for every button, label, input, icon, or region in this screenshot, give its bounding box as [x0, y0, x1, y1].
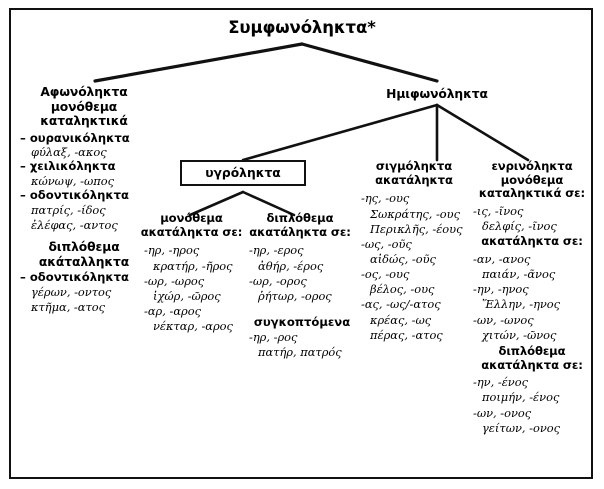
- page-title: Συμφωνόληκτα*: [228, 18, 376, 37]
- enrinolekta-diplothema-list: -ην, -ένος ποιμήν, -ένος -ων, -ονος γείτ…: [470, 372, 594, 436]
- entry-word: πατήρ, πατρός: [258, 344, 342, 359]
- enrinolekta-diplothema-heading-1: διπλόθεμα: [498, 343, 566, 358]
- entry-word: ῥήτωρ, -ορος: [258, 288, 332, 303]
- branch-aphonolekta: Αφωνόληκτα μονόθεμα καταληκτικά – ουρανι…: [14, 85, 154, 315]
- sigmolekta-heading-1: σιγμόληκτα: [375, 159, 453, 173]
- entry-ending: -αρ, -αρος: [144, 303, 201, 318]
- entry-ending: -ος, -ους: [361, 267, 410, 282]
- entry-word: πέρας, -ατος: [370, 327, 443, 342]
- enrinolekta-heading-1: ενρινόληκτα: [491, 159, 573, 173]
- monothema-heading-1: μονόθεμα: [160, 211, 223, 225]
- entry-word: Περικλῆς, -έους: [370, 221, 463, 236]
- entry-ending: -ας, -ως/-ατος: [361, 297, 441, 312]
- entry-word: δελφίς, -ῖνος: [482, 219, 557, 234]
- group-example: κώνωψ, -ωπος: [31, 174, 115, 188]
- entry-word: ἀθήρ, -έρος: [258, 258, 324, 273]
- group-label: – χειλικόληκτα: [20, 159, 116, 174]
- synkoptomena-heading: συγκοπτόμενα: [253, 314, 351, 329]
- monothema-heading-2: ακατάληκτα σε:: [140, 224, 243, 239]
- entry-word: νέκταρ, -αρος: [153, 319, 233, 334]
- sigmolekta-entry-list: -ης, -ους Σωκράτης, -ους Περικλῆς, -έους…: [358, 187, 470, 343]
- sigmolekta-heading-2: ακατάληκτα: [375, 172, 453, 187]
- entry-ending: -ηρ, -ρος: [249, 329, 298, 344]
- entry-ending: -ωρ, -ωρος: [144, 273, 205, 288]
- enrinolekta-katalektika-list: -ις, -ῖνος δελφίς, -ῖνος: [470, 201, 594, 234]
- entry-word: παιάν, -ᾶνος: [482, 267, 556, 282]
- aphonolekta-heading-3: καταληκτικά: [40, 114, 128, 128]
- enrinolekta-akatalekta-heading: ακατάληκτα σε:: [481, 234, 583, 249]
- entry-ending: -ων, -ωνος: [473, 312, 534, 327]
- entry-ending: -ης, -ους: [361, 191, 410, 206]
- branch-sigmolekta: σιγμόληκτα ακατάληκτα -ης, -ους Σωκράτης…: [358, 159, 470, 343]
- diplothema-heading-2: ακατάληκτα σε:: [249, 224, 351, 239]
- entry-word: γείτων, -ονος: [482, 420, 561, 435]
- entry-ending: -ωρ, -ορος: [249, 273, 307, 288]
- entry-word: κρέας, -ως: [370, 312, 432, 327]
- entry-ending: -ην, -ηνος: [473, 282, 529, 297]
- aphonolekta-heading-2: μονόθεμα: [50, 99, 118, 114]
- ygrolekta-monothema: μονόθεμα ακατάληκτα σε: -ηρ, -ηρος κρατή…: [140, 211, 243, 334]
- enrinolekta-heading-2: μονόθεμα: [500, 172, 564, 187]
- aphonolekta-heading-1: Αφωνόληκτα: [40, 85, 128, 99]
- entry-word: ποιμήν, -ένος: [482, 390, 560, 405]
- diagram-border: [9, 8, 593, 479]
- diplothema-heading-1: διπλόθεμα: [266, 211, 334, 225]
- group-label: – ουρανικόληκτα: [20, 130, 130, 145]
- entry-word: αἰδώς, -οῦς: [370, 251, 436, 266]
- entry-ending: -ων, -ονος: [473, 405, 532, 420]
- entry-word: κρατήρ, -ῆρος: [153, 258, 233, 273]
- ygrolekta-box: υγρόληκτα: [180, 160, 306, 186]
- group-example: φύλαξ, -ακος: [31, 145, 107, 160]
- aphonolekta-group-list: – ουρανικόληκτα φύλαξ, -ακος – χειλικόλη…: [14, 129, 154, 234]
- group-label: – οδοντικόληκτα: [20, 270, 129, 285]
- aphonolekta-second-heading-1: διπλόθεμα: [48, 240, 120, 255]
- synkoptomena-block: συγκοπτόμενα -ηρ, -ρος πατήρ, πατρός: [245, 304, 355, 360]
- entry-word: βέλος, -ους: [370, 282, 435, 297]
- group-label: – οδοντικόληκτα: [20, 188, 129, 203]
- entry-ending: -ηρ, -ερος: [249, 243, 304, 258]
- diplothema-entry-list: -ηρ, -ερος ἀθήρ, -έρος -ωρ, -ορος ῥήτωρ,…: [245, 239, 355, 304]
- enrinolekta-diplothema-heading-2: ακατάληκτα σε:: [481, 357, 583, 372]
- entry-word: Σωκράτης, -ους: [370, 206, 460, 221]
- group-example: πατρίς, -ίδος: [31, 202, 106, 217]
- enrinolekta-heading-3: καταληκτικά σε:: [478, 186, 586, 201]
- entry-word: ἰχώρ, -ῶρος: [153, 288, 221, 303]
- group-example: ἐλέφας, -αντος: [31, 217, 118, 232]
- entry-ending: -ην, -ένος: [473, 375, 528, 390]
- entry-ending: -ις, -ῖνος: [473, 204, 524, 219]
- entry-word: Ἕλλην, -ηνος: [482, 297, 561, 312]
- entry-ending: -αν, -ανος: [473, 252, 531, 266]
- ygrolekta-diplothema: διπλόθεμα ακατάληκτα σε: -ηρ, -ερος ἀθήρ…: [245, 211, 355, 360]
- aphonolekta-second-heading-2: ακάταλληκτα: [38, 254, 130, 269]
- monothema-entry-list: -ηρ, -ηρος κρατήρ, -ῆρος -ωρ, -ωρος ἰχώρ…: [140, 239, 243, 334]
- enrinolekta-akatalekta-list: -αν, -ανος παιάν, -ᾶνος -ην, -ηνος Ἕλλην…: [470, 249, 594, 343]
- group-example: γέρων, -οντος: [31, 284, 112, 299]
- entry-word: χιτών, -ῶνος: [482, 327, 557, 342]
- entry-ending: -ηρ, -ηρος: [144, 243, 200, 258]
- entry-ending: -ως, -οῦς: [361, 236, 412, 251]
- group-example: κτῆμα, -ατος: [31, 299, 106, 314]
- branch-enrinolekta: ενρινόληκτα μονόθεμα καταληκτικά σε: -ις…: [470, 159, 594, 436]
- branch-imiphonolekta-heading: Ημιφωνόληκτα: [386, 87, 488, 101]
- aphonolekta-second-group-list: – οδοντικόληκτα γέρων, -οντος κτῆμα, -ατ…: [14, 269, 154, 315]
